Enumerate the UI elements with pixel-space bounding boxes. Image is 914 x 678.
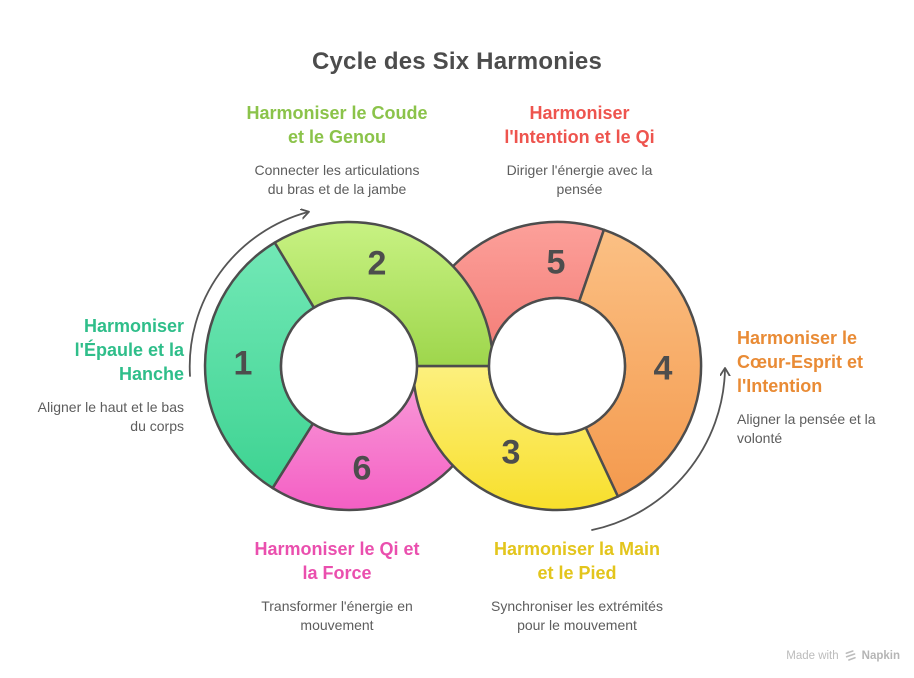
label-hand-foot: Harmoniser la Main et le Pied Synchronis… [452,537,702,635]
label-description: Aligner le haut et le bas du corps [37,399,184,434]
label-title: Harmoniser l'Épaule et la Hanche [74,316,184,384]
segment-number-5: 5 [546,243,566,282]
label-qi-force: Harmoniser le Qi et la Force Transformer… [217,537,457,635]
flow-arrow-bottom-right [591,369,725,531]
made-with-napkin-badge: Made with Napkin [786,649,900,662]
label-title: Harmoniser le Coude et le Genou [246,103,428,147]
right-donut-hole [487,296,627,436]
segment-number-2: 2 [367,244,387,283]
napkin-logo-icon [845,650,856,661]
left-donut-hole [279,296,419,436]
segment-number-6: 6 [352,449,372,488]
label-description: Connecter les articulations du bras et d… [254,162,420,197]
label-intention-qi: Harmoniser l'Intention et le Qi Diriger … [462,101,697,199]
segment-number-1: 1 [233,344,253,383]
made-with-text: Made with [786,649,839,662]
flow-arrow-top-left [188,212,308,377]
label-title: Harmoniser la Main et le Pied [493,539,661,583]
napkin-brand-text: Napkin [861,649,900,662]
segment-number-4: 4 [653,349,673,388]
page-title: Cycle des Six Harmonies [311,48,603,75]
label-elbow-knee: Harmoniser le Coude et le Genou Connecte… [212,101,462,199]
label-description: Transformer l'énergie en mouvement [261,598,413,633]
label-title: Harmoniser le Qi et la Force [254,539,420,583]
label-title: Harmoniser l'Intention et le Qi [504,103,655,147]
segment-number-3: 3 [501,433,521,472]
label-title: Harmoniser le Cœur-Esprit et l'Intention [737,328,863,396]
label-heart-intention: Harmoniser le Cœur-Esprit et l'Intention… [737,326,905,448]
label-shoulder-hip: Harmoniser l'Épaule et la Hanche Aligner… [8,314,184,436]
label-description: Diriger l'énergie avec la pensée [506,162,653,197]
label-description: Synchroniser les extrémités pour le mouv… [491,598,663,633]
label-description: Aligner la pensée et la volonté [737,411,876,446]
